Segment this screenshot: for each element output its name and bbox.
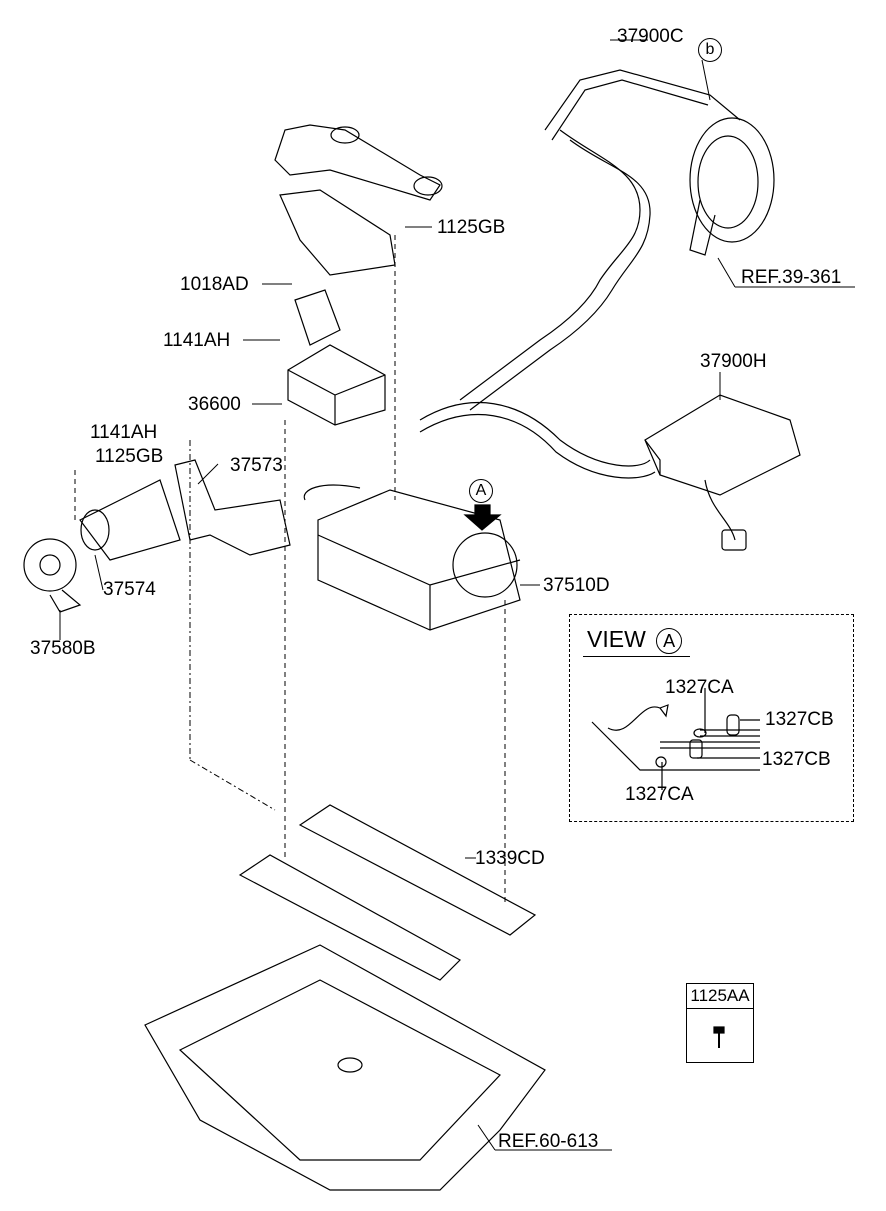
label-1327ca-bottom: 1327CA [625, 784, 694, 805]
label-37900h: 37900H [700, 351, 767, 372]
label-1327cb-bottom: 1327CB [762, 749, 831, 770]
label-37573: 37573 [230, 455, 283, 476]
label-36600: 36600 [188, 394, 241, 415]
marker-b: b [698, 38, 722, 62]
part-box-label: 1125AA [687, 984, 753, 1009]
label-37580b: 37580B [30, 638, 96, 659]
floor-pan [144, 944, 546, 1191]
air-duct-lower [23, 459, 291, 613]
view-a-box [569, 614, 854, 822]
label-ref-39-361: REF.39-361 [741, 267, 842, 288]
label-1327cb-top: 1327CB [765, 709, 834, 730]
view-marker-a: A [656, 628, 683, 654]
label-1125gb-top: 1125GB [437, 217, 506, 238]
part-box-1125aa: 1125AA [686, 983, 754, 1063]
air-duct-upper [274, 124, 443, 276]
cable-box-37900h [419, 394, 801, 551]
label-1339cd: 1339CD [475, 848, 545, 869]
label-37900c: 37900C [617, 26, 684, 47]
view-title-underline [583, 656, 690, 657]
battery-pack-37510d [303, 484, 521, 631]
floor-crossmember [238, 804, 537, 981]
leader-lines [59, 39, 855, 1151]
view-a-detail [591, 688, 760, 790]
label-1018ad: 1018AD [180, 274, 249, 295]
label-1327ca-top: 1327CA [665, 677, 734, 698]
label-37510d: 37510D [543, 575, 610, 596]
converter-36600 [287, 289, 386, 426]
bolt-1125aa-icon [713, 1026, 725, 1048]
label-1125gb-left: 1125GB [95, 446, 164, 467]
label-1141ah-lower: 1141AH [90, 422, 158, 443]
marker-a: A [469, 479, 493, 503]
label-ref-60-613: REF.60-613 [498, 1131, 599, 1152]
label-37574: 37574 [103, 579, 156, 600]
view-label: VIEW [587, 626, 646, 652]
label-1141ah-upper: 1141AH [163, 330, 231, 351]
view-a-title: VIEW A [587, 626, 683, 654]
harness-37900c [459, 69, 775, 411]
